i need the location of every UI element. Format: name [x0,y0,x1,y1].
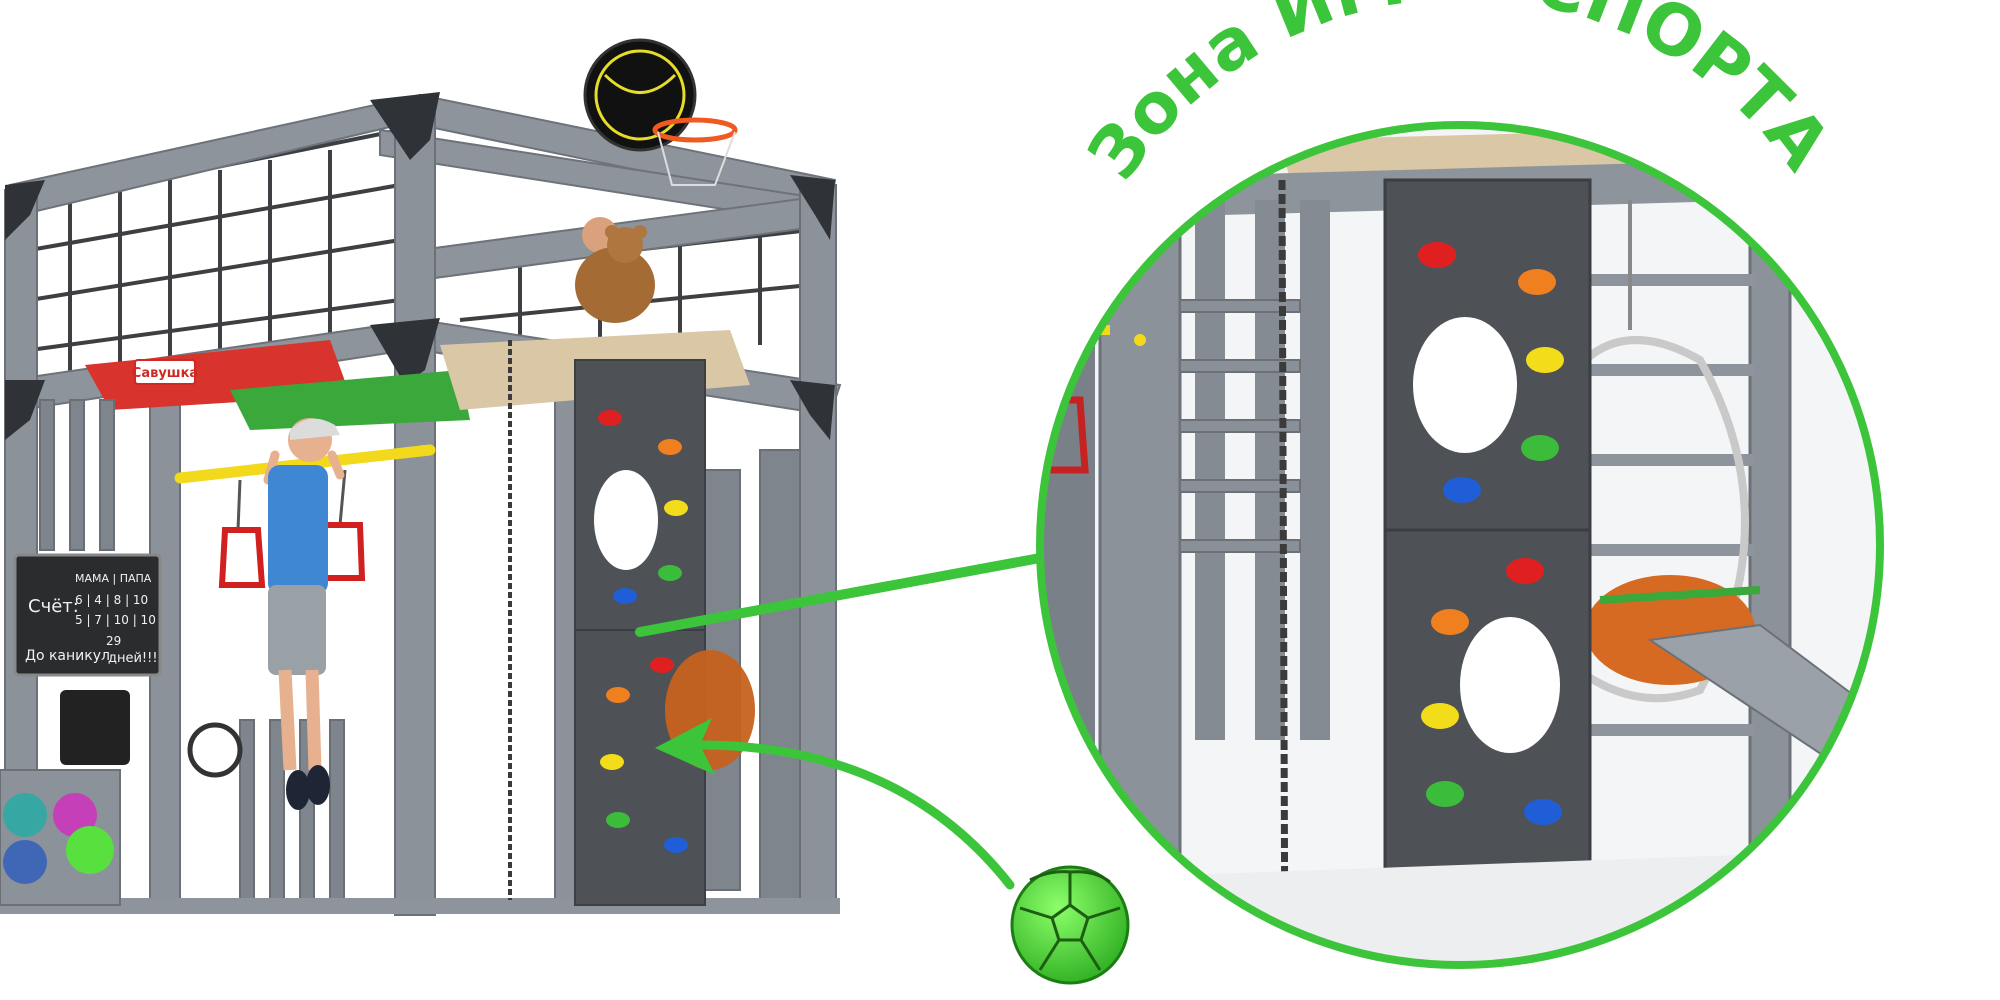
soccer-ball-icon [1010,865,1130,985]
green-cushion [230,370,470,430]
arrow-to-zoom [635,553,1045,637]
chalkboard-scores-2: 5 | 7 | 10 | 10 [75,613,156,627]
chalkboard: Счёт: МАМА | ПАПА 6 | 4 | 8 | 10 5 | 7 |… [13,553,162,677]
chalkboard-scores-1: 6 | 4 | 8 | 10 [75,593,148,607]
child-with-teddy [575,217,655,323]
chalkboard-col-labels: МАМА | ПАПА [75,572,152,585]
curved-arrow-icon [655,718,1015,890]
pull-up-bar [174,444,436,484]
chalkboard-score-label: Счёт: [28,596,79,617]
climbing-wall-small [574,359,755,906]
brand-sign-text: Савушка [132,366,198,381]
basketball-hoop [583,38,738,186]
chalkboard-countdown-number: 29 [106,634,121,648]
ball-storage [0,690,243,906]
chalkboard-countdown-prefix: До каникул [25,648,110,664]
brand-sign [134,359,196,385]
child-figure [263,418,345,810]
zoom-detail [1036,121,1884,969]
play-frame: Савушка [0,38,842,916]
chalkboard-countdown-suffix: дней!!! [108,651,158,666]
